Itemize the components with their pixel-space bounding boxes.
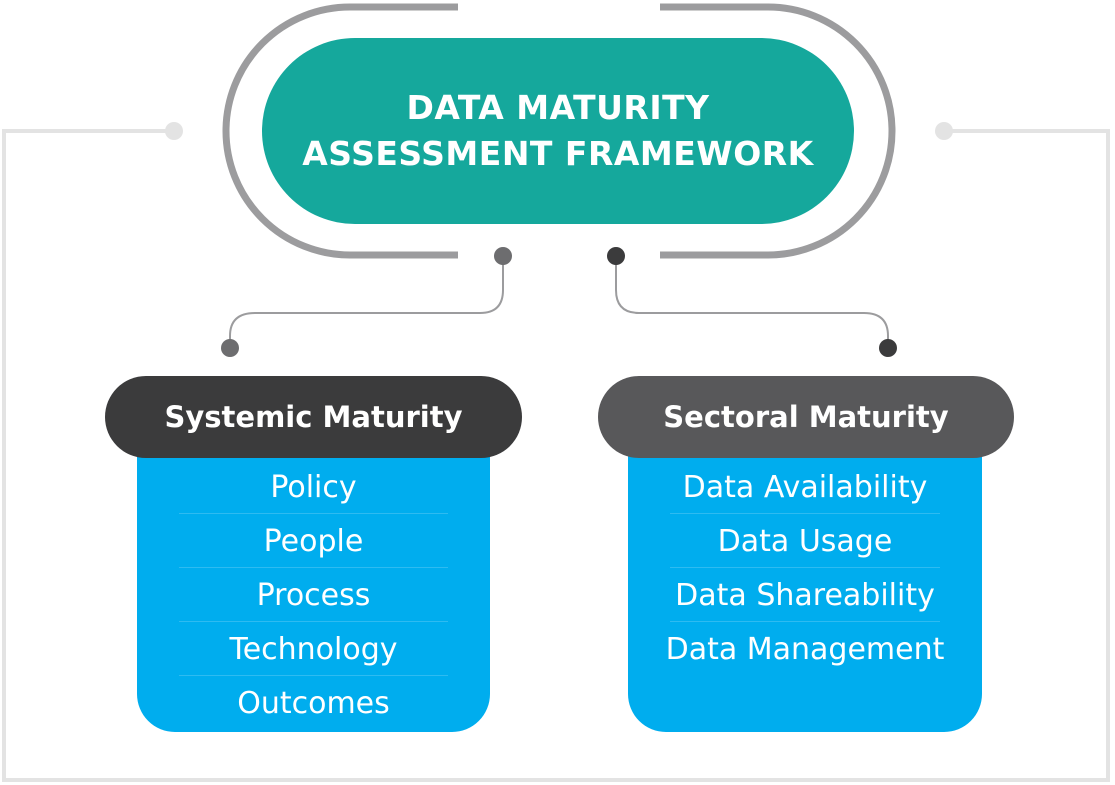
connector-left xyxy=(229,256,504,348)
outer-border-dot-left xyxy=(165,122,183,140)
outer-border-left xyxy=(2,129,1110,782)
list-item: Outcomes xyxy=(237,685,390,721)
title-frame-left xyxy=(222,3,458,259)
sectoral-maturity-list: Data Availability Data Usage Data Sharea… xyxy=(628,440,982,732)
connector-right-top-dot xyxy=(607,247,625,265)
list-item: Data Management xyxy=(665,631,945,667)
list-item: Technology xyxy=(137,622,490,676)
list-item: Process xyxy=(137,568,490,622)
title-line-2: ASSESSMENT FRAMEWORK xyxy=(302,134,814,173)
list-item: Policy xyxy=(137,460,490,514)
systemic-maturity-header: Systemic Maturity xyxy=(105,376,522,458)
sectoral-maturity-header: Sectoral Maturity xyxy=(598,376,1014,458)
connector-right-bottom-dot xyxy=(879,339,897,357)
connector-left-bottom-dot xyxy=(221,339,239,357)
list-item: Data Shareability xyxy=(628,568,982,622)
list-item: People xyxy=(137,514,490,568)
systemic-maturity-list: Policy People Process Technology Outcome… xyxy=(137,440,490,732)
title-line-1: DATA MATURITY xyxy=(406,88,710,127)
list-item: Data Usage xyxy=(628,514,982,568)
connector-right xyxy=(615,256,889,348)
title-frame-right xyxy=(660,3,896,259)
list-item: Data Availability xyxy=(628,460,982,514)
outer-border-dot-right xyxy=(935,122,953,140)
framework-title: DATA MATURITY ASSESSMENT FRAMEWORK xyxy=(262,38,854,224)
connector-left-top-dot xyxy=(494,247,512,265)
